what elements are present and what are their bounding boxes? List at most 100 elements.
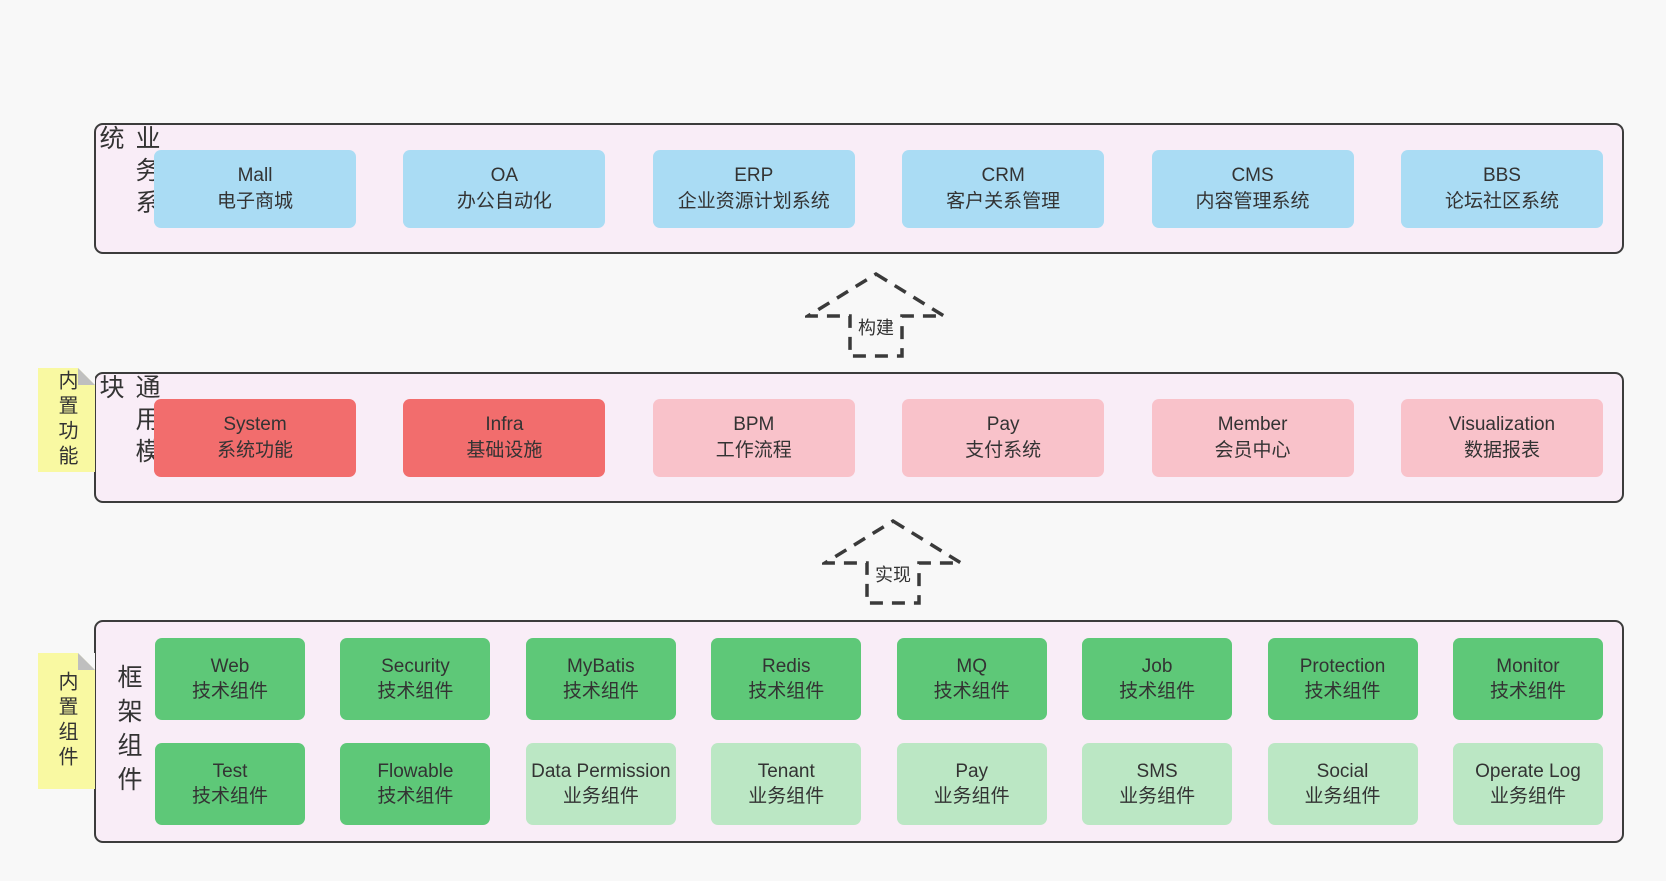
band-label-framework-components: 框架组件: [114, 663, 142, 800]
node-name: Security: [381, 656, 450, 677]
up-arrow-icon: [822, 518, 964, 605]
node-mq: MQ 技术组件: [896, 638, 1047, 720]
framework-components-row-1: Web 技术组件 Security 技术组件 MyBatis 技术组件 Redi…: [155, 638, 1603, 720]
node-name: BPM: [733, 413, 775, 435]
arrow-label-build: 构建: [856, 314, 896, 340]
node-name: Test: [212, 761, 248, 782]
node-flowable: Flowable 技术组件: [340, 743, 491, 825]
node-name: Infra: [485, 413, 524, 435]
node-visualization: Visualization 数据报表: [1400, 398, 1603, 477]
node-name: MQ: [956, 656, 987, 677]
node-pay-biz: Pay 业务组件: [896, 743, 1047, 825]
node-oa: OA 办公自动化: [403, 149, 606, 228]
node-name: Operate Log: [1475, 761, 1581, 782]
node-name: OA: [490, 164, 519, 186]
build-arrow: 构建: [805, 271, 947, 359]
node-desc: 技术组件: [191, 681, 268, 702]
node-name: System: [223, 413, 287, 435]
node-desc: 业务组件: [1304, 786, 1381, 807]
node-desc: 内容管理系统: [1195, 190, 1310, 212]
node-name: Member: [1217, 413, 1288, 435]
band-label-business-systems: 业务系统: [96, 125, 160, 221]
arrow-label-implement: 实现: [873, 561, 913, 587]
node-name: Pay: [986, 413, 1020, 435]
node-name: BBS: [1482, 164, 1521, 186]
node-desc: 技术组件: [1489, 681, 1566, 702]
node-desc: 技术组件: [377, 681, 454, 702]
node-desc: 系统功能: [216, 439, 293, 461]
node-desc: 业务组件: [562, 786, 639, 807]
node-desc: 业务组件: [748, 786, 825, 807]
common-modules-boxes: System 系统功能 Infra 基础设施 BPM 工作流程 Pay 支付系统…: [154, 374, 1603, 501]
node-desc: 办公自动化: [456, 190, 552, 212]
node-protection: Protection 技术组件: [1267, 638, 1418, 720]
sticky-label: 内置组件: [55, 671, 77, 771]
node-system: System 系统功能: [154, 398, 356, 477]
node-security: Security 技术组件: [340, 638, 491, 720]
node-desc: 论坛社区系统: [1444, 190, 1559, 212]
node-name: SMS: [1136, 761, 1178, 782]
node-data-permission: Data Permission 业务组件: [525, 743, 676, 825]
node-test: Test 技术组件: [155, 743, 305, 825]
node-name: CRM: [981, 164, 1025, 186]
node-desc: 技术组件: [191, 786, 268, 807]
node-desc: 业务组件: [1489, 786, 1566, 807]
up-arrow-icon: [805, 271, 947, 358]
node-desc: 技术组件: [377, 786, 454, 807]
framework-components-grid: Web 技术组件 Security 技术组件 MyBatis 技术组件 Redi…: [155, 622, 1603, 841]
node-infra: Infra 基础设施: [403, 398, 606, 477]
business-systems-band: 业务系统 Mall 电子商城 OA 办公自动化 ERP 企业资源计划系统 CRM…: [94, 123, 1624, 254]
node-name: Web: [210, 656, 250, 677]
node-operate-log: Operate Log 业务组件: [1452, 743, 1603, 825]
node-crm: CRM 客户关系管理: [902, 149, 1105, 228]
node-name: Tenant: [757, 761, 815, 782]
node-erp: ERP 企业资源计划系统: [652, 149, 855, 228]
node-desc: 技术组件: [1119, 681, 1196, 702]
node-name: Data Permission: [531, 761, 671, 782]
node-name: Mall: [237, 164, 273, 186]
node-name: Job: [1141, 656, 1173, 677]
node-name: ERP: [734, 164, 774, 186]
framework-components-row-2: Test 技术组件 Flowable 技术组件 Data Permission …: [155, 743, 1603, 825]
node-name: Flowable: [377, 761, 454, 782]
node-bbs: BBS 论坛社区系统: [1400, 149, 1603, 228]
node-name: Pay: [955, 761, 989, 782]
node-desc: 技术组件: [562, 681, 639, 702]
node-name: Redis: [761, 656, 811, 677]
node-name: CMS: [1231, 164, 1274, 186]
node-redis: Redis 技术组件: [711, 638, 862, 720]
node-desc: 工作流程: [715, 439, 792, 461]
framework-components-band: 框架组件 Web 技术组件 Security 技术组件 MyBatis 技术组件…: [94, 620, 1624, 843]
node-social: Social 业务组件: [1267, 743, 1418, 825]
sticky-note-builtin-features: 内置功能: [38, 368, 95, 472]
node-bpm: BPM 工作流程: [652, 398, 855, 477]
node-mybatis: MyBatis 技术组件: [525, 638, 676, 720]
node-tenant: Tenant 业务组件: [711, 743, 862, 825]
node-job: Job 技术组件: [1082, 638, 1233, 720]
node-desc: 技术组件: [933, 681, 1010, 702]
node-sms: SMS 业务组件: [1082, 743, 1233, 825]
node-name: MyBatis: [567, 656, 635, 677]
node-desc: 电子商城: [216, 190, 293, 212]
node-name: Social: [1316, 761, 1369, 782]
node-cms: CMS 内容管理系统: [1151, 149, 1354, 228]
band-label-common-modules: 通用模块: [96, 374, 160, 470]
node-desc: 数据报表: [1463, 439, 1540, 461]
node-desc: 客户关系管理: [946, 190, 1061, 212]
common-modules-band: 通用模块 System 系统功能 Infra 基础设施 BPM 工作流程 Pay…: [94, 372, 1624, 503]
node-desc: 技术组件: [748, 681, 825, 702]
node-name: Visualization: [1448, 413, 1556, 435]
node-web: Web 技术组件: [155, 638, 305, 720]
node-desc: 基础设施: [466, 439, 543, 461]
node-desc: 业务组件: [933, 786, 1010, 807]
sticky-label: 内置功能: [55, 370, 77, 470]
node-desc: 业务组件: [1119, 786, 1196, 807]
node-name: Protection: [1299, 656, 1386, 677]
sticky-note-builtin-components: 内置组件: [38, 653, 95, 789]
node-member: Member 会员中心: [1151, 398, 1354, 477]
node-name: Monitor: [1496, 656, 1560, 677]
implement-arrow: 实现: [822, 518, 964, 606]
node-desc: 技术组件: [1304, 681, 1381, 702]
node-desc: 支付系统: [965, 439, 1042, 461]
node-monitor: Monitor 技术组件: [1452, 638, 1603, 720]
